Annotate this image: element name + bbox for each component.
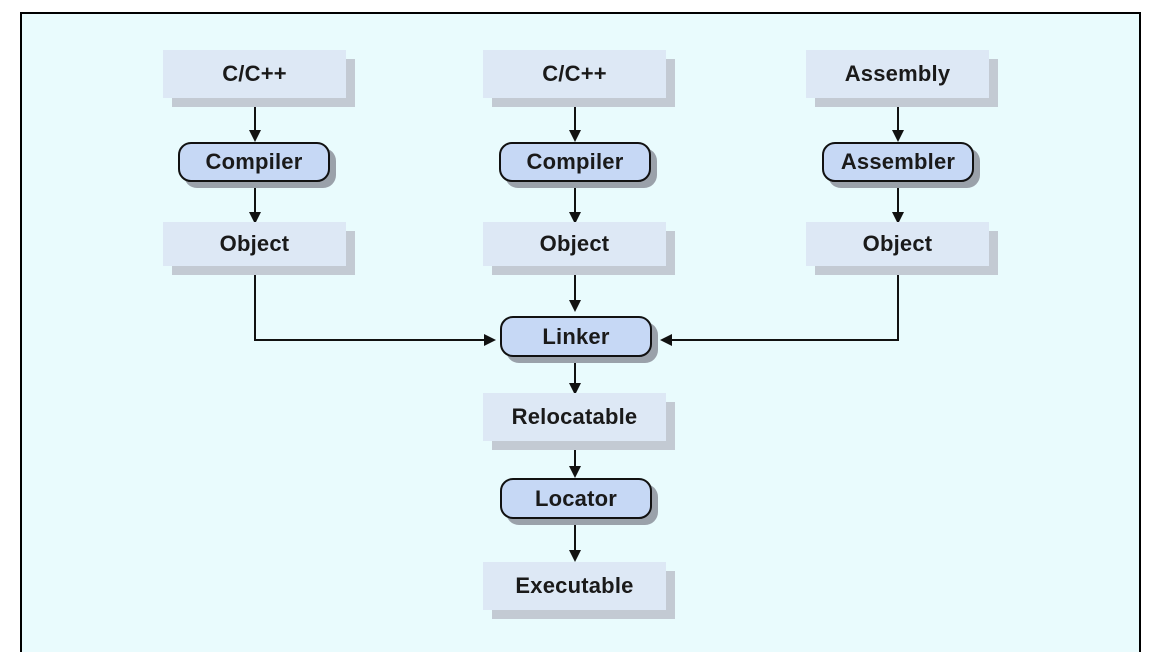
node-object-1: Object bbox=[163, 222, 346, 266]
node-linker: Linker bbox=[500, 316, 652, 357]
node-assembler: Assembler bbox=[822, 142, 974, 182]
arrow-obj3-linker bbox=[660, 267, 899, 346]
node-source-c-cpp-1: C/C++ bbox=[163, 50, 346, 98]
node-locator: Locator bbox=[500, 478, 652, 519]
node-object-3: Object bbox=[806, 222, 989, 266]
node-compiler-1: Compiler bbox=[178, 142, 330, 182]
node-relocatable: Relocatable bbox=[483, 393, 666, 441]
node-object-2: Object bbox=[483, 222, 666, 266]
node-source-c-cpp-2: C/C++ bbox=[483, 50, 666, 98]
arrow-obj1-linker bbox=[254, 267, 496, 346]
node-compiler-2: Compiler bbox=[499, 142, 651, 182]
node-executable: Executable bbox=[483, 562, 666, 610]
node-source-assembly: Assembly bbox=[806, 50, 989, 98]
